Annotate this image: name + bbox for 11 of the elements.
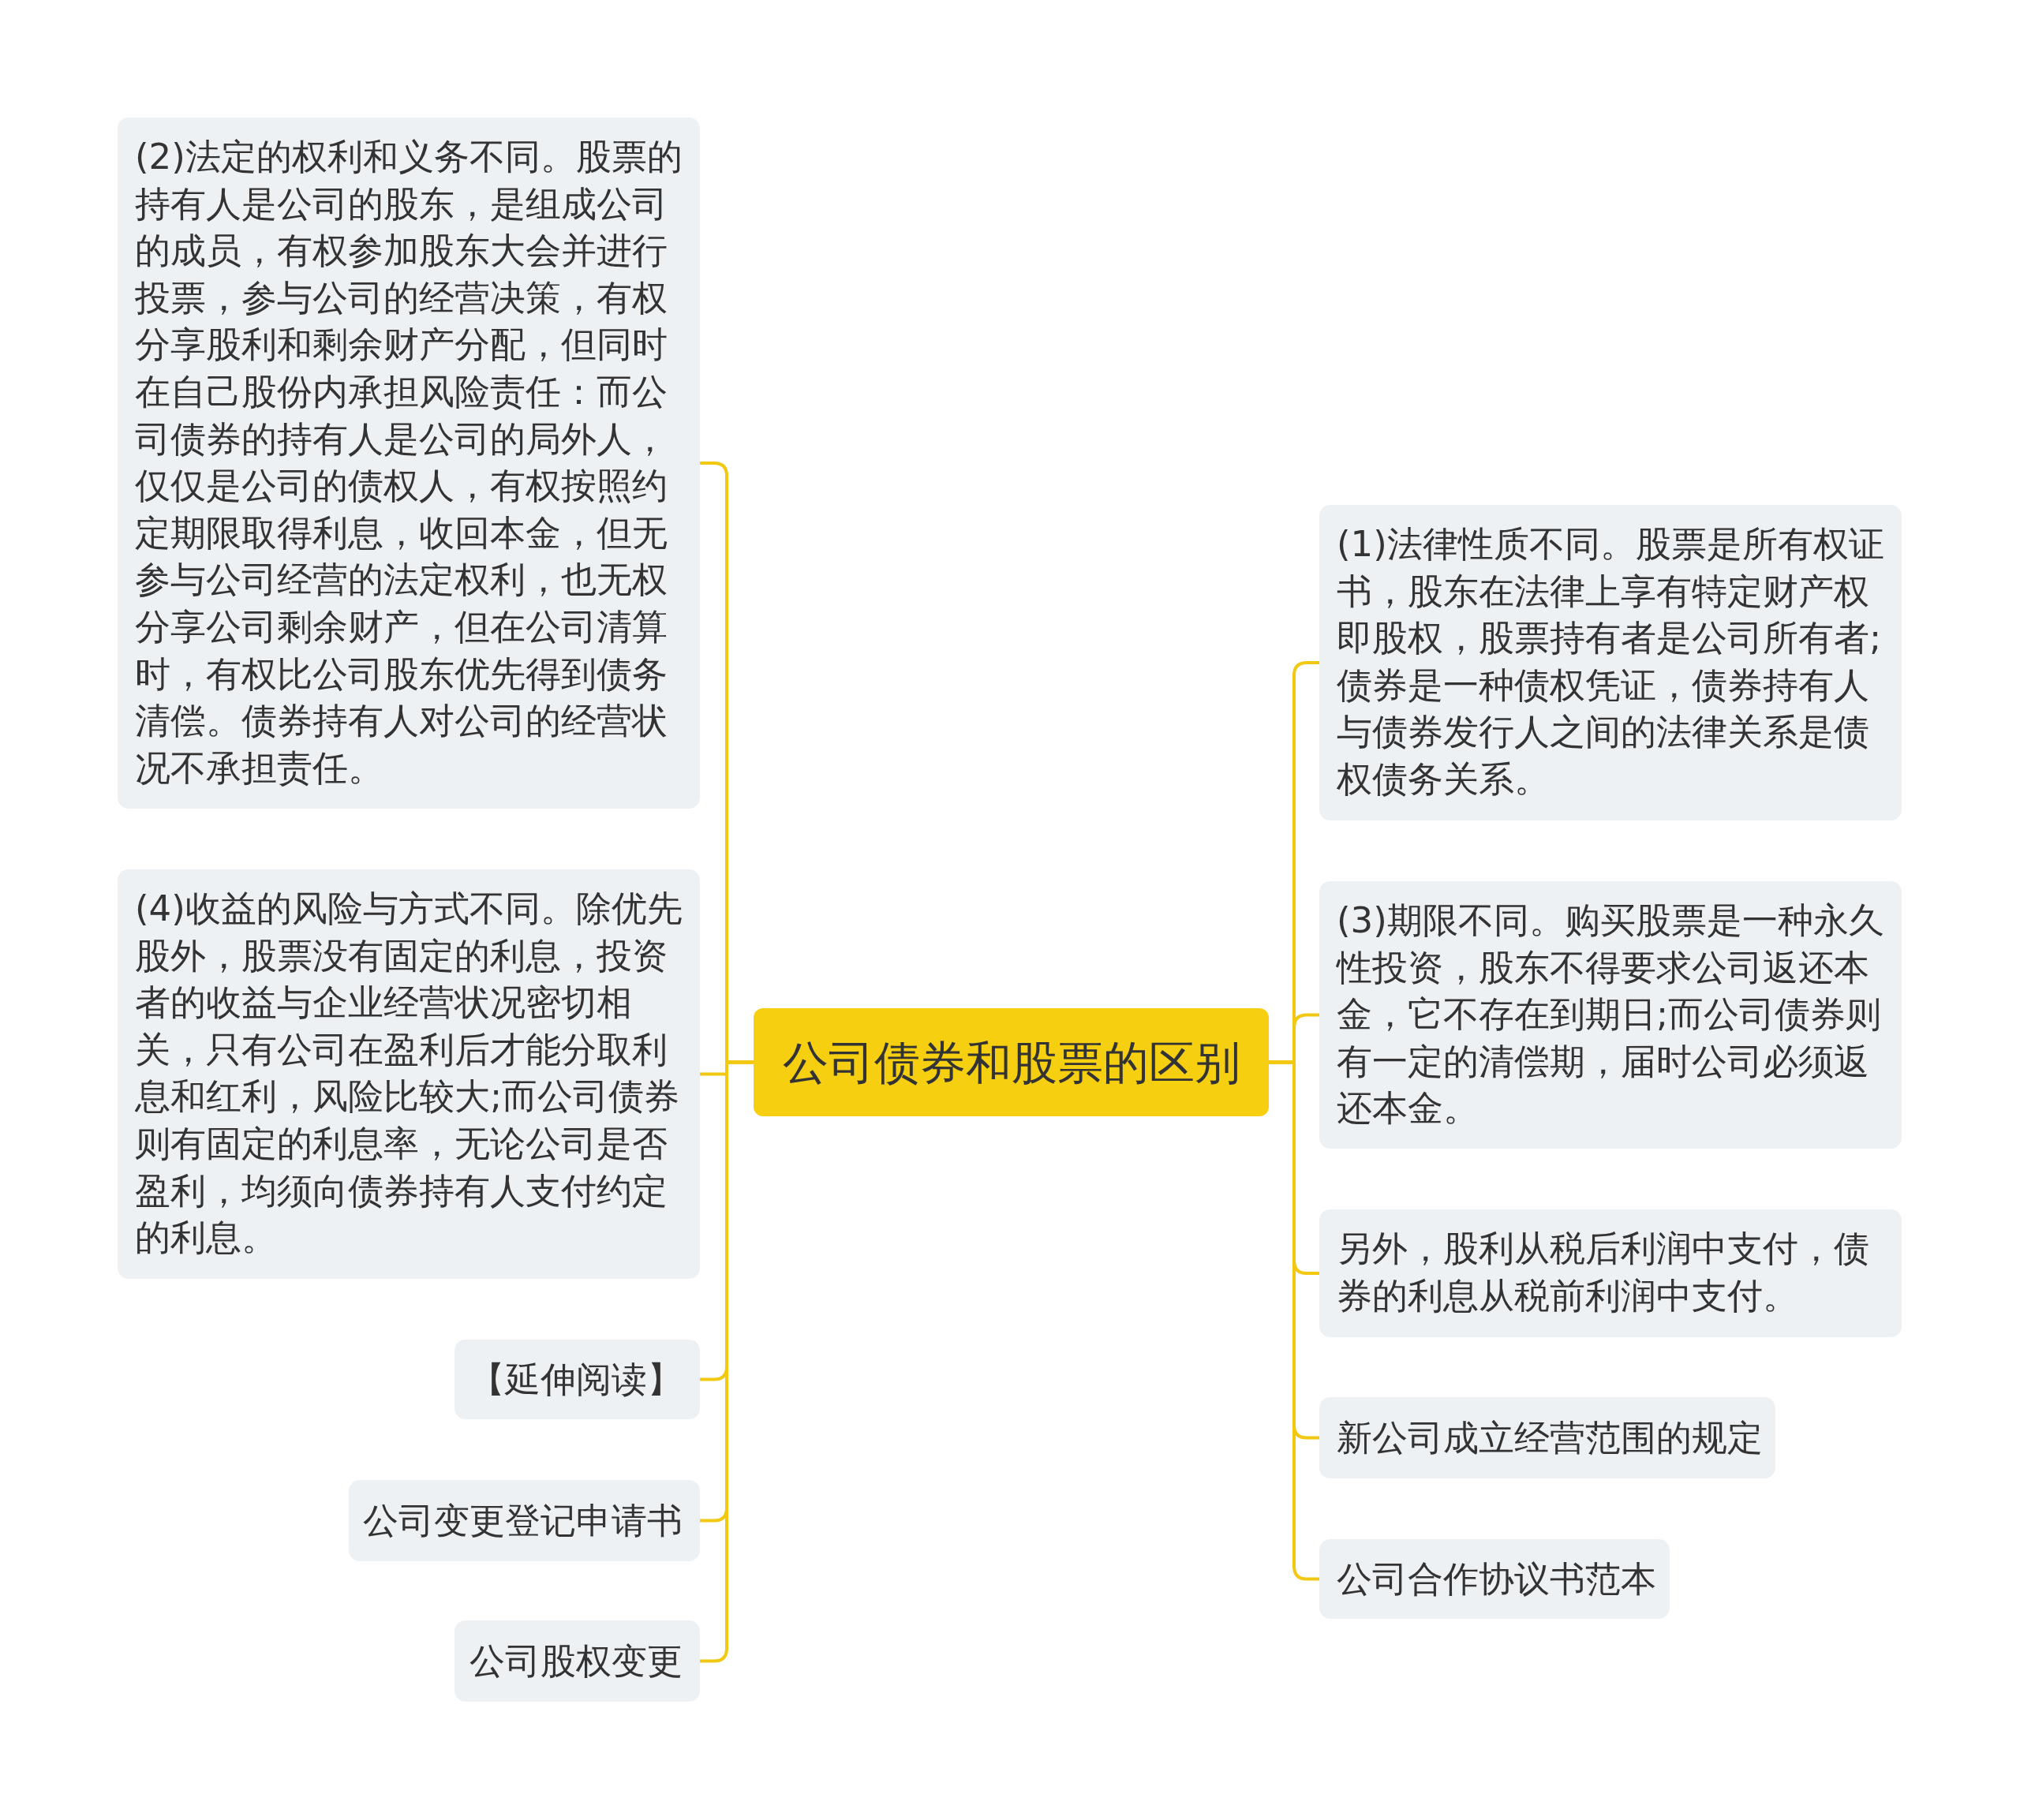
branch-box: 公司变更登记申请书 — [349, 1480, 700, 1561]
branch-box: (1)法律性质不同。股票是所有权证书，股东在法律上享有特定财产权即股权，股票持有者是公司所有者;债券是一种债权凭证，债券持有人与债券发行人之间的法律关系是债权债务关系。 — [1319, 505, 1902, 820]
branch-box: (2)法定的权利和义务不同。股票的持有人是公司的股东，是组成公司的成员，有权参加股东大会并进行投票，参与公司的经营决策，有权分享股利和剩余财产分配，但同时在自己股份内承担风险责任：而公司债券的持有人是公司的局外人，仅仅是公司的债权人，有权按照约定期限取得利息，收回本金，但无参与公司经营的法定权利，也无权分享公司剩余财产，但在公司清算时，有权比公司股东优先得到债务清偿。债券持有人对公司的经营状况不承担责任。 — [118, 118, 700, 809]
branch-box: 新公司成立经营范围的规定 — [1319, 1397, 1775, 1478]
branch-box: (4)收益的风险与方式不同。除优先股外，股票没有固定的利息，投资者的收益与企业经营状况密切相关，只有公司在盈利后才能分取利息和红利，风险比较大;而公司债券则有固定的利息率，无论公司是否盈利，均须向债券持有人支付约定的利息。 — [118, 869, 700, 1279]
branch-box: (3)期限不同。购买股票是一种永久性投资，股东不得要求公司返还本金，它不存在到期日;而公司债券则有一定的清偿期，届时公司必须返还本金。 — [1319, 881, 1902, 1149]
topic-box: 公司债券和股票的区别 — [754, 1008, 1269, 1116]
branch-box: 另外，股利从税后利润中支付，债券的利息从税前利润中支付。 — [1319, 1209, 1902, 1337]
branch-box: 公司股权变更 — [454, 1620, 700, 1702]
branch-box: 公司合作协议书范本 — [1319, 1539, 1670, 1619]
branch-box: 【延伸阅读】 — [454, 1340, 700, 1419]
